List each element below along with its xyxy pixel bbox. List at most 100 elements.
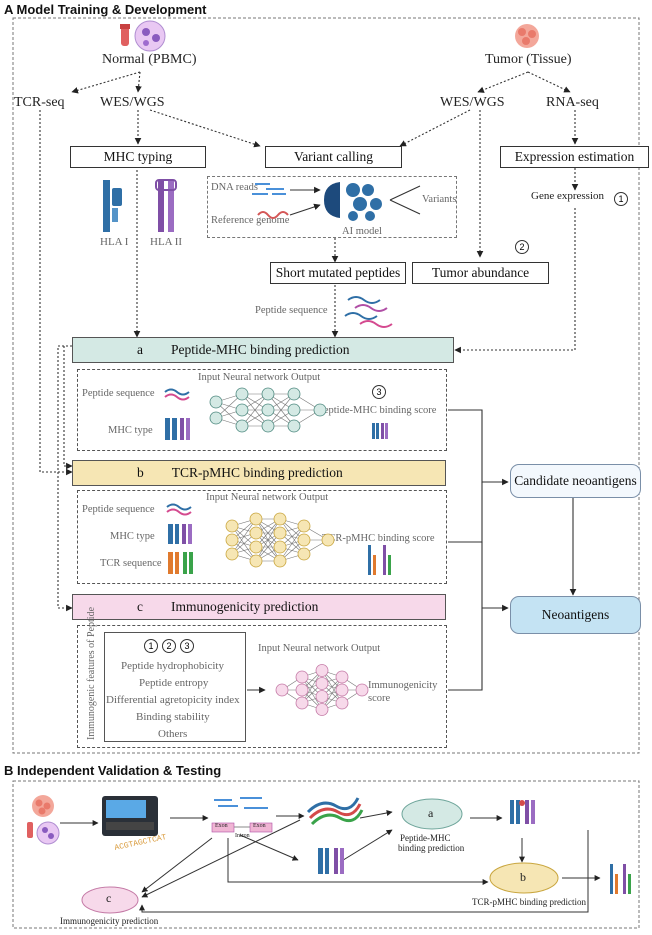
brain-c-label: Immunogenicity prediction <box>60 916 159 926</box>
rna-seq-label: RNA-seq <box>546 95 599 110</box>
nn-node <box>295 696 309 710</box>
nn-node <box>335 696 349 710</box>
brain-a-letter: a <box>428 806 434 820</box>
nn-node <box>273 526 287 540</box>
brain-b-icon <box>489 862 559 894</box>
dna-reads-icon <box>252 183 286 195</box>
tumor-abundance-box: Tumor abundance <box>412 262 549 284</box>
feature-others: Others <box>158 728 188 740</box>
stage-c-feature-3: 3 <box>180 639 194 653</box>
mhc-icon-b <box>318 848 344 874</box>
nn-node <box>315 703 329 716</box>
nn-node <box>297 533 311 547</box>
nn-node <box>261 419 275 433</box>
nn-stage-a <box>209 387 327 433</box>
wes-wgs-left-label: WES/WGS <box>100 95 165 110</box>
nn-node <box>261 387 275 401</box>
nn-node <box>225 547 239 561</box>
nn-node <box>335 670 349 684</box>
stage-a-letter: a <box>137 342 143 357</box>
nn-node <box>321 533 335 547</box>
stage-c-feature-1: 1 <box>144 639 158 653</box>
nn-node <box>249 540 263 554</box>
brain-b-letter: b <box>520 870 526 884</box>
nn-node <box>273 554 287 568</box>
stage-c-feature-2: 2 <box>162 639 176 653</box>
nn-node <box>297 519 311 533</box>
nn-node <box>261 403 275 417</box>
stage-b-letter: b <box>137 465 144 480</box>
brain-icon <box>324 182 382 221</box>
feature-agretopicity: Differential agretopicity index <box>106 694 240 706</box>
reads-icon <box>214 797 268 809</box>
exon-label-1: Exon <box>215 823 228 829</box>
stage-a-bar: a Peptide-MHC binding prediction <box>72 337 454 363</box>
candidate-neoantigens-box: Candidate neoantigens <box>510 464 641 498</box>
intron-label: Intron <box>235 833 250 839</box>
brain-a-label-2: binding prediction <box>398 843 465 853</box>
hla-1-label: HLA I <box>100 236 129 248</box>
stage-a-score: Peptide-MHC binding score <box>318 405 437 416</box>
pmhc-icon-b <box>510 800 535 824</box>
hla-2-label: HLA II <box>150 236 183 248</box>
dna-reads-label: DNA reads <box>211 182 258 193</box>
neoantigens-box: Neoantigens <box>510 596 641 634</box>
stage-a-title: Peptide-MHC binding prediction <box>171 342 350 357</box>
nn-node <box>335 683 349 697</box>
feature-1-badge: 1 <box>614 192 628 206</box>
stage-c-score-1: Immunogenicity <box>368 680 438 691</box>
stage-a-input-mhc: MHC type <box>108 425 153 436</box>
brain-b-label: TCR-pMHC binding prediction <box>472 897 586 907</box>
section-b-title: B Independent Validation & Testing <box>4 763 222 778</box>
nn-stage-b <box>225 512 335 568</box>
expression-estimation-box: Expression estimation <box>500 146 649 168</box>
nn-node <box>249 526 263 540</box>
nn-node <box>287 403 301 417</box>
normal-label: Normal (PBMC) <box>102 52 197 67</box>
hla-2-icon <box>155 179 177 232</box>
short-peptides-box: Short mutated peptides <box>270 262 406 284</box>
ai-model-label: AI model <box>342 226 382 237</box>
stage-b-input-peptide: Peptide sequence <box>82 504 155 515</box>
sequence-text: ACGTAGCTCAT <box>114 833 168 853</box>
nn-node <box>275 683 289 697</box>
stage-b-nn-header: Input Neural network Output <box>206 492 329 503</box>
exon-intron-icon <box>211 822 273 833</box>
stage-b-input-tcr: TCR sequence <box>100 558 162 569</box>
nn-node <box>287 387 301 401</box>
nn-node <box>297 547 311 561</box>
tumor-sample-icon-b <box>32 795 54 817</box>
reference-genome-icon <box>257 211 289 219</box>
ai-model-panel <box>207 176 457 238</box>
feature-3-badge: 3 <box>372 385 386 399</box>
tcr-seq-label: TCR-seq <box>14 95 65 110</box>
nn-node <box>315 677 329 690</box>
stage-c-letter: c <box>137 599 143 614</box>
feature-binding-stability: Binding stability <box>136 711 210 723</box>
stage-a-input-peptide: Peptide sequence <box>82 388 155 399</box>
nn-node <box>355 683 369 697</box>
hla-1-icon <box>103 180 122 232</box>
peptide-icon-b <box>166 503 192 511</box>
feature-2-badge: 2 <box>515 240 529 254</box>
nn-node <box>225 533 239 547</box>
nn-node <box>249 512 263 526</box>
peptide-icon-a <box>164 388 190 396</box>
stage-c-score-2: score <box>368 693 391 704</box>
wes-wgs-right-label: WES/WGS <box>440 95 505 110</box>
stage-b-title: TCR-pMHC binding prediction <box>171 465 343 480</box>
nn-node <box>295 670 309 684</box>
feature-entropy: Peptide entropy <box>139 677 209 689</box>
stage-c-panel <box>77 625 447 748</box>
gene-expression-label: Gene expression <box>531 190 605 202</box>
nn-node <box>235 387 249 401</box>
section-a-title: A Model Training & Development <box>4 2 207 17</box>
score-icon-b <box>368 545 391 575</box>
